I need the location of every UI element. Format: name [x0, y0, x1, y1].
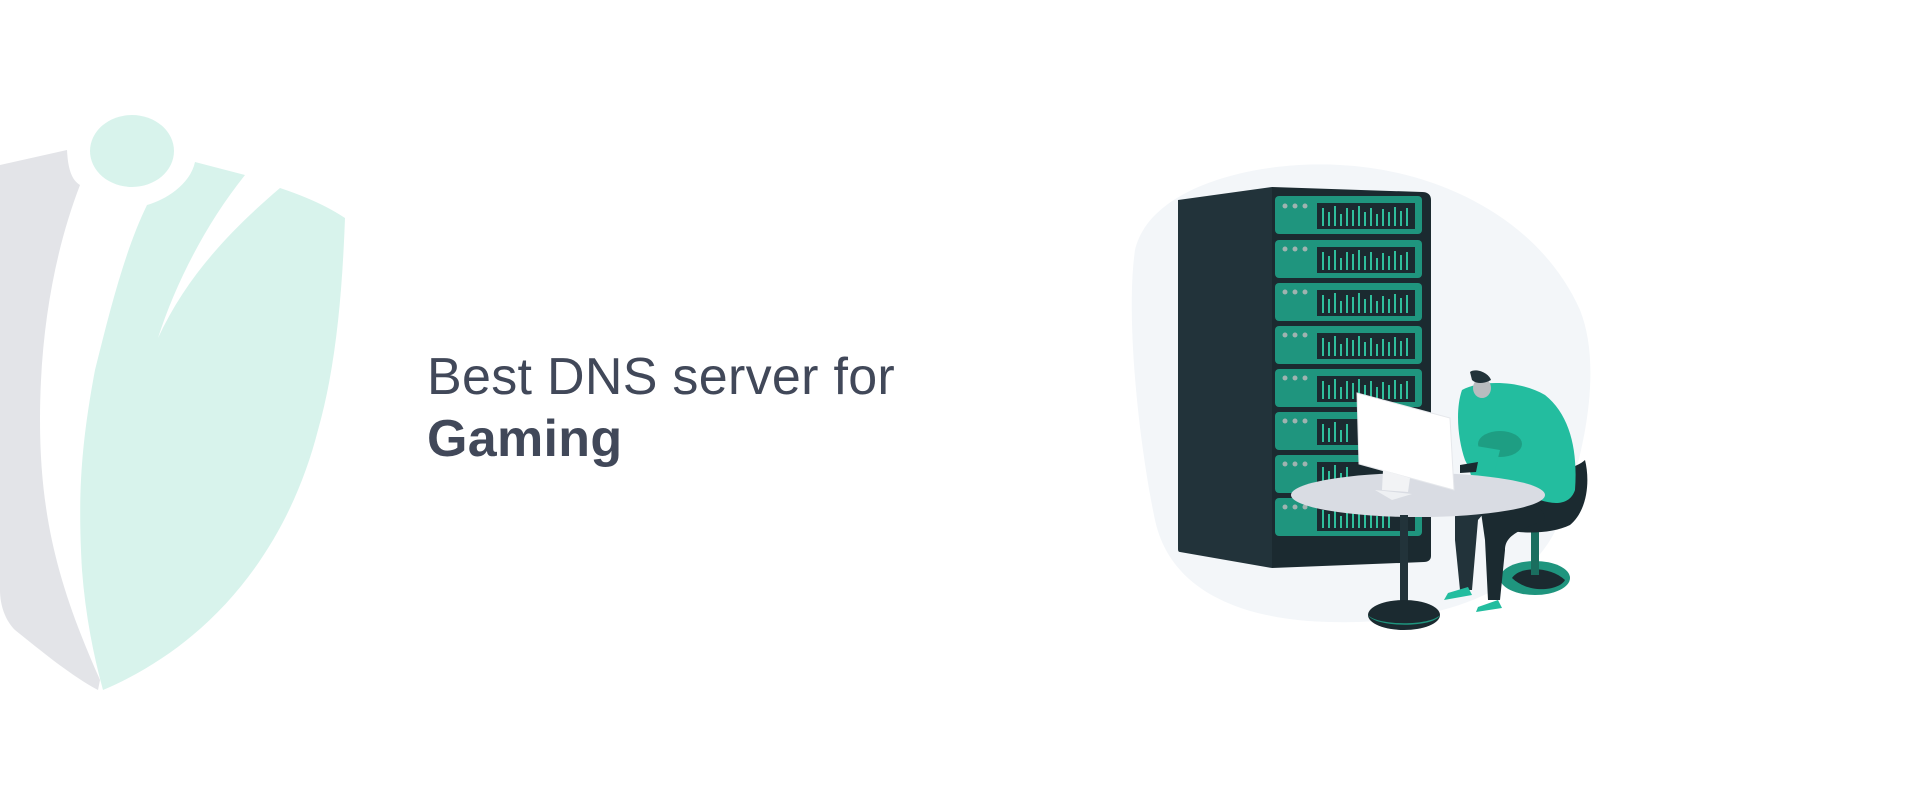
server-rack-person-illustration [1131, 164, 1591, 630]
shield-logo-icon [0, 115, 346, 690]
headline-line2: Gaming [427, 410, 623, 468]
headline: Best DNS server for Gaming [427, 346, 895, 470]
headline-line1: Best DNS server for [427, 348, 896, 406]
